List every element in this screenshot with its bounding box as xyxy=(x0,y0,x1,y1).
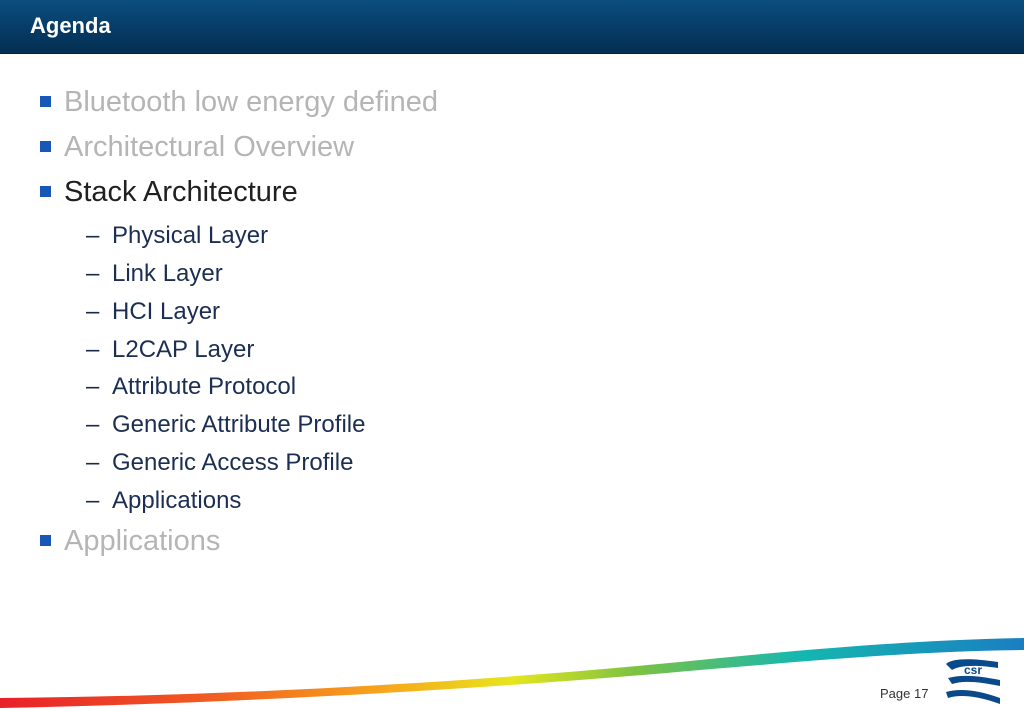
subitem-generic-access-profile: Generic Access Profile xyxy=(112,449,354,476)
dash-marker: – xyxy=(86,336,100,363)
subitem-generic-attribute-profile: Generic Attribute Profile xyxy=(112,411,366,438)
dash-marker: – xyxy=(86,449,100,476)
dash-marker: – xyxy=(86,411,100,438)
page-number: Page 17 xyxy=(880,686,929,701)
dash-marker: – xyxy=(86,373,100,400)
bullet-icon xyxy=(40,96,51,107)
csr-logo-text: csr xyxy=(964,663,982,677)
subitem-attribute-protocol: Attribute Protocol xyxy=(112,373,297,400)
slide-title: Agenda xyxy=(30,13,111,38)
dash-marker: – xyxy=(86,260,100,287)
agenda-item-stack-architecture: Stack Architecture xyxy=(64,176,298,208)
bullet-icon xyxy=(40,186,51,197)
bullet-icon xyxy=(40,141,51,152)
agenda-item-applications: Applications xyxy=(64,525,221,557)
subitem-hci-layer: HCI Layer xyxy=(112,298,221,325)
dash-marker: – xyxy=(86,222,100,249)
dash-marker: – xyxy=(86,487,100,514)
subitem-physical-layer: Physical Layer xyxy=(112,222,269,249)
subitem-l2cap-layer: L2CAP Layer xyxy=(112,336,255,363)
csr-logo: csr xyxy=(946,659,1000,704)
rainbow-swoosh xyxy=(0,638,1024,708)
subitem-link-layer: Link Layer xyxy=(112,260,223,287)
agenda-item-architectural-overview: Architectural Overview xyxy=(64,131,355,163)
agenda-item-bluetooth-le-defined: Bluetooth low energy defined xyxy=(64,86,439,118)
subitem-applications: Applications xyxy=(112,487,242,514)
bullet-icon xyxy=(40,535,51,546)
title-bar: Agenda xyxy=(0,0,1024,54)
dash-marker: – xyxy=(86,298,100,325)
